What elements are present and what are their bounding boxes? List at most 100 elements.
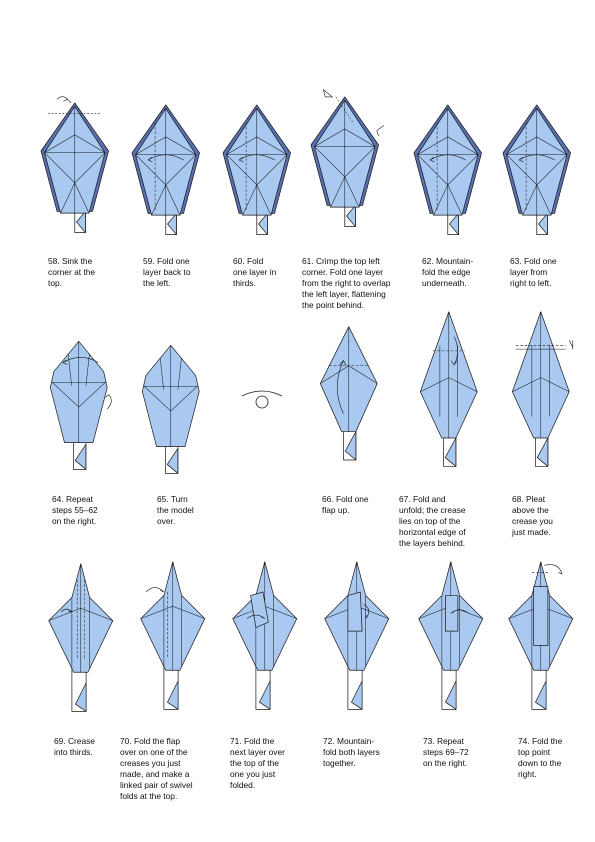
caption-line: creases you just [120, 758, 181, 768]
diagram-73 [418, 561, 484, 710]
lower-crease-left [151, 184, 167, 216]
caption-line: unfold; the crease [399, 505, 466, 515]
stem-blue-flap [76, 210, 86, 234]
diagonal-crease-right [447, 154, 479, 186]
diagram-63 [502, 104, 571, 236]
stem-blue-flap [74, 444, 87, 470]
caption-line: folded. [230, 780, 256, 790]
stem-blue-flap [351, 680, 363, 710]
caption-line: 66. Fold one [322, 494, 369, 504]
lower-crease-left [330, 176, 346, 208]
stem-blue-flap [449, 212, 459, 236]
caption-line: 72. Mountain- [323, 736, 375, 746]
caption-line: layer from [510, 267, 548, 277]
upper-crease-left [314, 128, 345, 147]
upper-crease-right [447, 136, 479, 155]
caption-line: the left layer, flattening [302, 289, 386, 299]
caption-line: made, and make a [120, 769, 190, 779]
lower-crease-left [242, 184, 258, 216]
caption-line: together. [323, 758, 356, 768]
diagram-60 [222, 104, 291, 236]
fold-unfold-arrow-icon [451, 336, 458, 366]
crease-right [540, 377, 570, 393]
stem-blue-flap [259, 680, 271, 710]
caption-line: corner. Fold one layer [302, 267, 384, 277]
caption-line: 58. Sink the [48, 256, 93, 266]
lower-crease-right [447, 184, 463, 216]
caption-line: layer back to [143, 267, 191, 277]
fold-over-arrow-icon [429, 154, 466, 163]
caption-line: corner at the [48, 267, 96, 277]
fold-over-arrow-icon [238, 154, 275, 163]
caption-line: the left. [143, 278, 171, 288]
fold-arrow-icon [246, 614, 265, 619]
stem-blue-flap [535, 680, 547, 710]
caption-line: the layers behind. [399, 538, 466, 548]
neck-crease-left [67, 353, 72, 386]
caption-line: crease you [512, 516, 553, 526]
stem-blue-flap [75, 682, 87, 712]
upper-crease-right [256, 136, 288, 155]
lower-crease-right [74, 182, 90, 214]
crease-arrow-icon [61, 608, 73, 613]
upper-crease-left [135, 136, 166, 155]
neck-crease-right [85, 353, 90, 386]
diagram-65 [141, 344, 200, 474]
diagonal-crease-right [344, 146, 376, 178]
caption-line: steps 55–62 [52, 505, 98, 515]
lower-crease-right [344, 176, 360, 208]
upper-crease-right [74, 134, 106, 153]
caption-line: folds at the top. [120, 791, 178, 801]
caption-line: thirds. [233, 278, 256, 288]
stem-blue-flap [445, 680, 457, 710]
caption-line: right to left. [510, 278, 552, 288]
folded-layer [347, 591, 363, 632]
diagram-74 [508, 561, 574, 710]
fold-down-arrow-icon [544, 564, 563, 575]
caption-line: into thirds. [54, 747, 93, 757]
crease-right [348, 365, 378, 384]
diagonal-crease-right [170, 386, 198, 412]
caption-line: fold both layers [323, 747, 380, 757]
caption-line: horizontal edge of [399, 527, 466, 537]
caption-line: 70. Fold the flap [120, 736, 181, 746]
caption-line: over on one of the [120, 747, 188, 757]
diagonal-crease-left [135, 154, 166, 186]
crease-right [172, 605, 205, 619]
caption-line: 67. Fold and [399, 494, 446, 504]
fold-up-arrow-icon [336, 360, 347, 414]
lower-crease-left [60, 182, 76, 214]
lower-crease-left [522, 184, 538, 216]
diagram-72 [324, 561, 390, 710]
caption-line: 74. Fold the [518, 736, 563, 746]
caption-line: the point behind. [302, 300, 364, 310]
caption-line: 60. Fold [233, 256, 264, 266]
diagonal-crease-left [417, 154, 448, 186]
crease-right [264, 605, 297, 619]
caption-line: on the right. [52, 516, 97, 526]
stem-blue-flap [536, 437, 549, 467]
lower-crease-left [433, 184, 449, 216]
caption-line: next layer over [230, 747, 285, 757]
crimp-arrow-icon [322, 88, 334, 98]
diagram-59 [131, 104, 200, 236]
folded-layer [533, 586, 549, 646]
crease-right [448, 377, 478, 393]
caption-line: top point [518, 747, 551, 757]
diagonal-crease-right [74, 152, 106, 184]
upper-crease-left [506, 136, 537, 155]
diagram-70 [140, 561, 206, 710]
swivel-arrow-icon [145, 587, 165, 593]
neck-crease-left [159, 357, 164, 390]
diagonal-crease-left [143, 386, 171, 412]
lower-crease-right [165, 184, 181, 216]
eye-turn-over-icon [241, 390, 283, 409]
pleat-arrow-icon [568, 340, 574, 350]
